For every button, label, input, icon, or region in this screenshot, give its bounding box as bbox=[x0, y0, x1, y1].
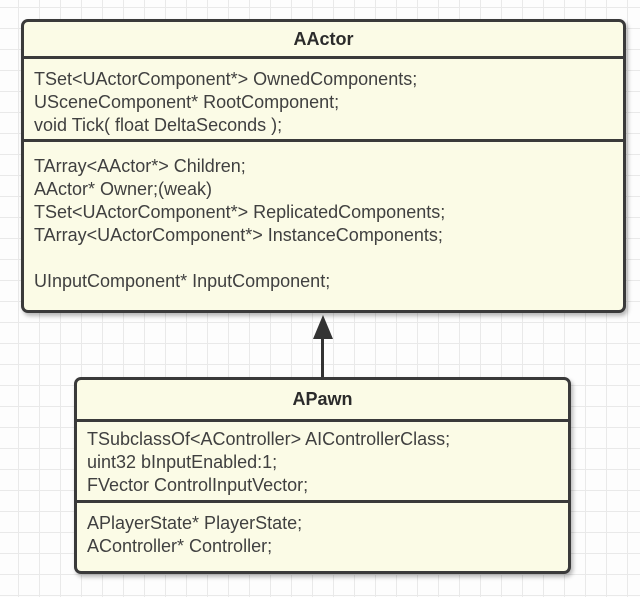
class-box-aactor[interactable]: AActor TSet<UActorComponent*> OwnedCompo… bbox=[21, 19, 626, 313]
apawn-compartment-2: APlayerState* PlayerState; AController* … bbox=[77, 503, 568, 571]
class-box-apawn[interactable]: APawn TSubclassOf<AController> AIControl… bbox=[74, 377, 571, 574]
field-line: TArray<AActor*> Children; bbox=[34, 156, 246, 176]
aactor-compartment-1: TSet<UActorComponent*> OwnedComponents; … bbox=[24, 59, 623, 142]
field-line: APlayerState* PlayerState; bbox=[87, 513, 303, 533]
field-line: TArray<UActorComponent*> InstanceCompone… bbox=[34, 225, 443, 245]
field-line: AController* Controller; bbox=[87, 536, 273, 556]
field-line: void Tick( float DeltaSeconds ); bbox=[34, 115, 283, 135]
field-line: FVector ControlInputVector; bbox=[87, 475, 309, 495]
class-title-aactor: AActor bbox=[24, 22, 623, 59]
field-line: TSubclassOf<AController> AIControllerCla… bbox=[87, 429, 451, 449]
inheritance-arrowhead-icon bbox=[313, 315, 333, 339]
field-line: TSet<UActorComponent*> ReplicatedCompone… bbox=[34, 202, 446, 222]
class-title-apawn: APawn bbox=[77, 380, 568, 422]
aactor-compartment-2: TArray<AActor*> Children; AActor* Owner;… bbox=[24, 142, 623, 310]
arrow-stem bbox=[321, 336, 324, 378]
field-line: USceneComponent* RootComponent; bbox=[34, 92, 340, 112]
field-line: uint32 bInputEnabled:1; bbox=[87, 452, 278, 472]
field-line: UInputComponent* InputComponent; bbox=[34, 271, 331, 291]
field-line-blank bbox=[34, 247, 615, 270]
field-line: AActor* Owner;(weak) bbox=[34, 179, 213, 199]
apawn-compartment-1: TSubclassOf<AController> AIControllerCla… bbox=[77, 422, 568, 503]
field-line: TSet<UActorComponent*> OwnedComponents; bbox=[34, 69, 418, 89]
